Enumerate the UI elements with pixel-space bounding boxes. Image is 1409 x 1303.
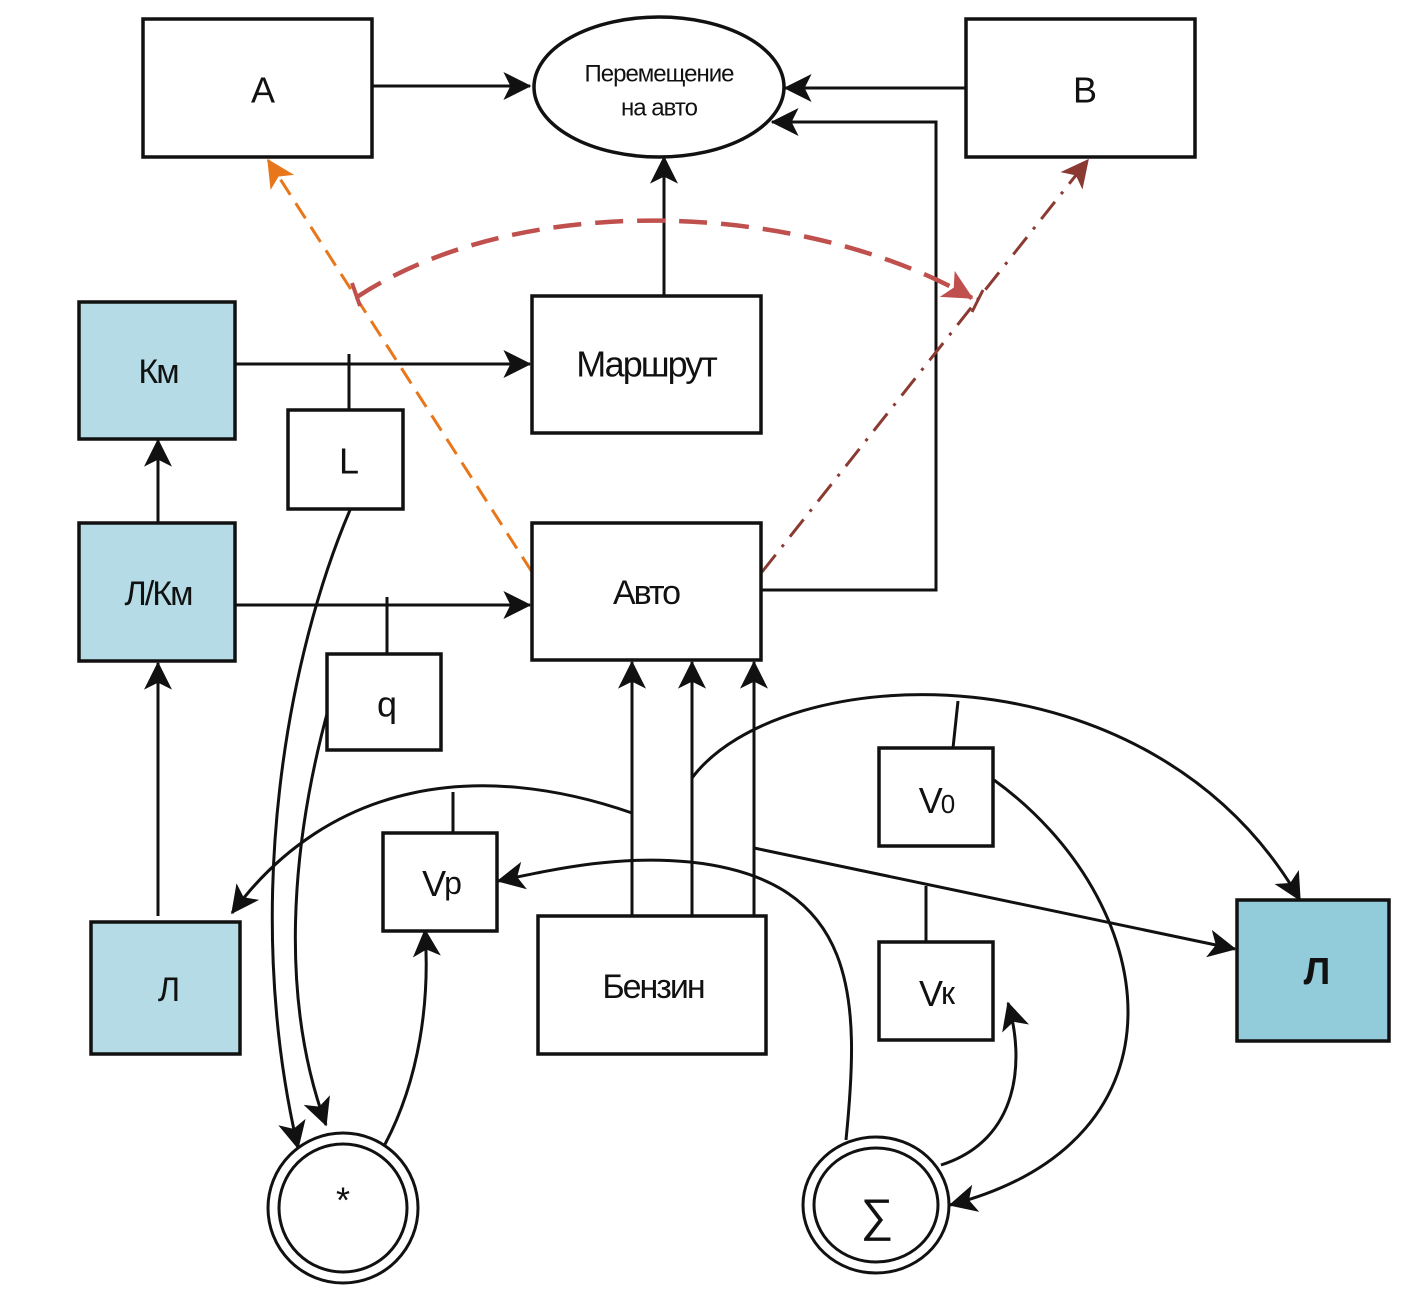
node-b-label: B	[1073, 70, 1096, 111]
node-a-label: A	[251, 70, 275, 111]
node-v0[interactable]: V0	[877, 746, 995, 848]
node-l-right-label: Л	[1304, 951, 1329, 993]
edge-sum-to-vp	[496, 858, 854, 1141]
node-l-left[interactable]: Л	[89, 920, 242, 1056]
edge-auto-to-a-dashed	[266, 158, 534, 573]
node-auto-label: Авто	[613, 574, 680, 612]
node-sum[interactable]: ∑	[801, 1135, 951, 1275]
edge-v0-tap	[951, 700, 960, 749]
node-multiply[interactable]: *	[266, 1131, 420, 1285]
node-b[interactable]: B	[964, 17, 1197, 159]
node-vk[interactable]: Vк	[877, 940, 995, 1042]
edge-gasoline-to-l-right	[753, 846, 1237, 958]
node-km-label: Км	[138, 353, 178, 391]
node-vp[interactable]: Vp	[381, 831, 499, 933]
arc-start-tick	[350, 282, 362, 307]
edge-arc-a-to-b-dashed	[355, 218, 974, 300]
node-route[interactable]: Маршрут	[530, 294, 763, 435]
node-q[interactable]: q	[325, 652, 443, 752]
node-gasoline-label: Бензин	[602, 968, 704, 1006]
edges	[144, 72, 1302, 1212]
node-l-left-label: Л	[158, 971, 178, 1009]
node-gasoline[interactable]: Бензин	[536, 914, 768, 1056]
edge-multiply-to-vp	[381, 928, 441, 1149]
node-vk-label: Vк	[919, 973, 956, 1014]
node-km[interactable]: Км	[77, 300, 237, 441]
edge-v0-to-sum	[948, 778, 1130, 1212]
node-l-per-km[interactable]: Л/Км	[77, 521, 237, 663]
edge-q-to-multiply	[293, 709, 330, 1127]
node-l-right[interactable]: Л	[1235, 898, 1391, 1043]
edge-gasoline-to-l-left	[230, 784, 633, 915]
arc-end-tick	[970, 289, 985, 313]
node-movement[interactable]: Перемещение на авто	[532, 15, 786, 159]
node-L-label: L	[339, 441, 358, 482]
node-sum-label: ∑	[861, 1189, 892, 1241]
node-multiply-label: *	[336, 1180, 350, 1221]
node-a[interactable]: A	[141, 17, 374, 159]
node-movement-line1: Перемещение	[585, 61, 735, 88]
node-auto[interactable]: Авто	[530, 521, 763, 662]
node-route-label: Маршрут	[576, 344, 717, 385]
node-v0-label: V0	[919, 780, 955, 821]
node-L[interactable]: L	[286, 408, 405, 511]
node-q-label: q	[377, 684, 395, 725]
node-l-per-km-label: Л/Км	[125, 575, 193, 613]
edge-auto-to-movement	[762, 108, 938, 592]
node-vp-label: Vp	[422, 863, 461, 904]
edge-auto-to-b-dashdot	[760, 158, 1090, 573]
node-movement-line2: на авто	[621, 95, 698, 122]
edge-gasoline-to-l-right-arc	[690, 693, 1302, 902]
edge-sum-to-vk	[940, 1001, 1030, 1167]
edge-L-to-multiply	[270, 509, 352, 1150]
